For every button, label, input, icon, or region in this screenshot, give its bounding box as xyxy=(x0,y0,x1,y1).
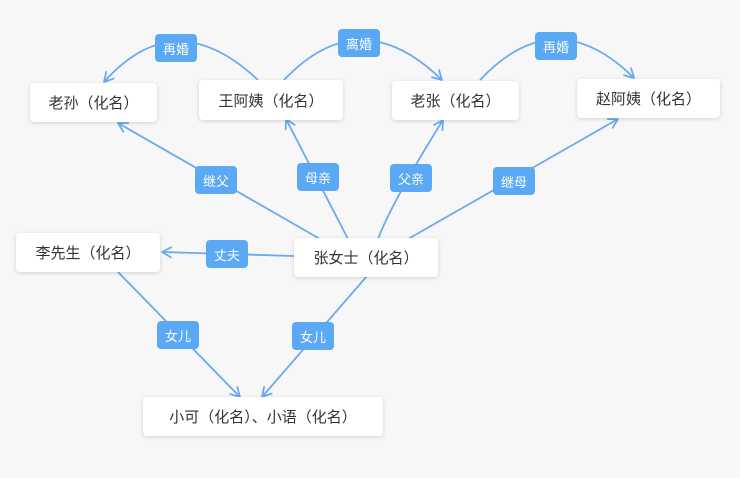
edge-label-wang-to-sun: 再婚 xyxy=(155,34,197,62)
edge-label-daughter-zhang: 女儿 xyxy=(292,322,334,350)
node-lixiansheng-label: 李先生（化名） xyxy=(35,244,141,262)
edge-label-zhang-to-zhao: 再婚 xyxy=(535,32,577,60)
edge-label-husband: 丈夫 xyxy=(206,240,248,268)
node-wangayi[interactable]: 王阿姨（化名） xyxy=(199,80,343,120)
node-zhangnvshi-label: 张女士（化名） xyxy=(313,249,419,267)
edge-label-wang-to-zhang: 离婚 xyxy=(338,29,380,57)
edge-label-stepfather: 继父 xyxy=(195,166,237,194)
node-laozhang-label: 老张（化名） xyxy=(410,92,501,110)
edge-label-mother: 母亲 xyxy=(297,163,339,191)
node-laosun-label: 老孙（化名） xyxy=(48,94,139,112)
node-laozhang[interactable]: 老张（化名） xyxy=(392,81,519,120)
node-laosun[interactable]: 老孙（化名） xyxy=(30,83,157,122)
node-children-label: 小可（化名）、小语（化名） xyxy=(169,408,357,426)
edge-label-father: 父亲 xyxy=(390,164,432,192)
node-children[interactable]: 小可（化名）、小语（化名） xyxy=(143,397,383,436)
node-zhaoayi-label: 赵阿姨（化名） xyxy=(595,90,701,108)
edge-label-daughter-li: 女儿 xyxy=(157,321,199,349)
edge-label-stepmother: 继母 xyxy=(493,167,535,195)
node-zhangnvshi[interactable]: 张女士（化名） xyxy=(294,238,438,277)
node-zhaoayi[interactable]: 赵阿姨（化名） xyxy=(577,79,720,118)
node-wangayi-label: 王阿姨（化名） xyxy=(218,91,324,110)
node-lixiansheng[interactable]: 李先生（化名） xyxy=(16,233,160,272)
